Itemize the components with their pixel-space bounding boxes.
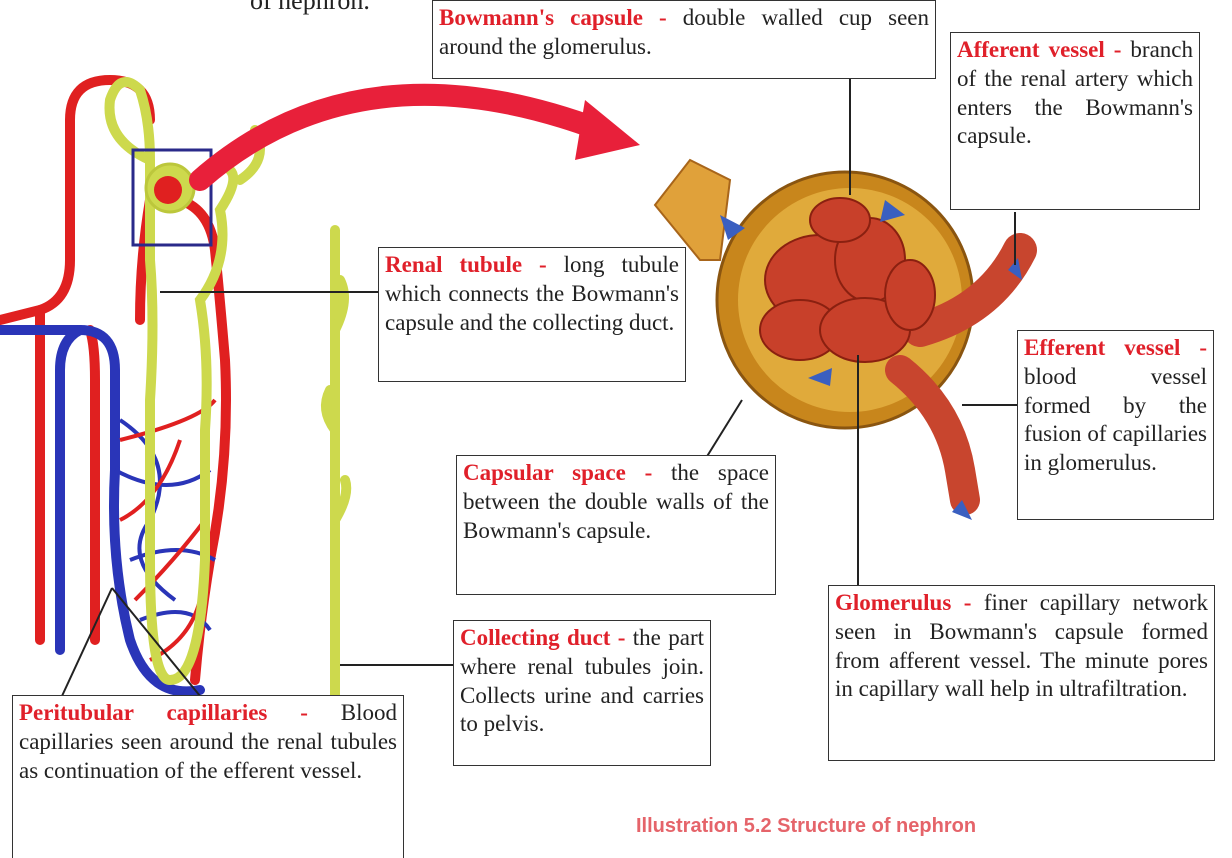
mini-glomerulus (154, 176, 182, 204)
label-collecting-duct: Collecting duct - the part where renal t… (453, 620, 711, 766)
label-peritubular-capillaries: Peritubular capillaries - Blood capillar… (12, 695, 404, 858)
desc-efferent: blood vessel formed by the fusion of cap… (1024, 364, 1207, 475)
term-bowman: Bowmann's capsule - (439, 5, 683, 30)
term-collecting: Collecting duct - (460, 625, 633, 650)
nephron-diagram (0, 80, 346, 760)
efferent-vessel-shape (900, 370, 965, 500)
label-capsular-space: Capsular space - the space between the d… (456, 455, 776, 595)
label-afferent-vessel: Afferent vessel - branch of the renal ar… (950, 32, 1200, 210)
label-renal-tubule: Renal tubule - long tubule which connect… (378, 247, 686, 382)
term-glomerulus: Glomerulus - (835, 590, 984, 615)
term-renal-tubule: Renal tubule - (385, 252, 564, 277)
label-glomerulus: Glomerulus - finer capillary network see… (828, 585, 1215, 761)
term-efferent: Efferent vessel - (1024, 335, 1207, 360)
term-capsular: Capsular space - (463, 460, 671, 485)
term-afferent: Afferent vessel - (957, 37, 1130, 62)
arrow-head (575, 100, 640, 160)
label-efferent-vessel: Efferent vessel - blood vessel formed by… (1017, 330, 1214, 520)
tubule-cells (655, 160, 730, 260)
term-peritubular: Peritubular capillaries - (19, 700, 341, 725)
figure-caption: Illustration 5.2 Structure of nephron (636, 815, 976, 838)
label-bowman-capsule: Bowmann's capsule - double walled cup se… (432, 0, 936, 79)
